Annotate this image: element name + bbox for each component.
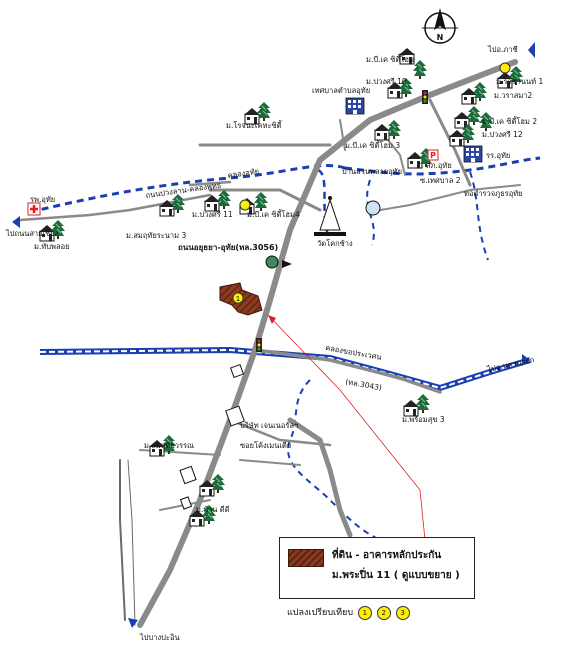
collateral-parcel[interactable]: 1 — [219, 282, 263, 316]
plots — [179, 363, 245, 510]
label-soi-road: ซ.เทศบาล 2 — [420, 176, 461, 185]
legend-box: ที่ดิน - อาคารหลักประกัน ม.พระปิ่น 11 ( … — [279, 537, 475, 599]
legend-line-1: ที่ดิน - อาคารหลักประกัน — [332, 550, 442, 561]
label-ptt-company: บริษัท เจนเนอรัลฯ — [240, 421, 298, 430]
canal-river-south — [287, 379, 381, 541]
label-to-pathum: ไปบางปะอิน — [139, 633, 180, 642]
label-chanpen: ม.ทับพลอย — [34, 242, 69, 251]
label-warasa2: ม.วราสมา2 — [494, 91, 533, 100]
label-pk-city2: ม.บี.เค ซิตี้โฮม 2 — [482, 116, 537, 126]
north-arrow-icon: N — [422, 8, 458, 44]
label-temple: วัดโคกช้าง — [317, 239, 353, 248]
label-phrompen3: ม.พร้อมสุข 3 — [402, 415, 445, 424]
label-pk-city4: ม.บี.เค ซิตี้โฮม4 — [247, 209, 300, 219]
label-road-3056: ถนนอยุธยา-อุทัย(ทล.3056) — [178, 243, 278, 253]
label-kaset: ทอตำรวจภูธรอุทัย — [464, 189, 523, 198]
label-puangsri12: ม.ปวงศรี 12 — [482, 130, 523, 139]
label-road-3043: (ทล.3043) — [345, 377, 383, 392]
north-label: N — [437, 33, 444, 42]
label-puangsri10: ม.ปวงศรี 10 — [366, 77, 407, 86]
parking-label: P — [430, 151, 436, 160]
label-puangsri11: ม.ปวงศรี 11 — [192, 210, 233, 219]
temple-icon — [314, 196, 346, 236]
label-somsak: ม.สมฤทัยวรรณ — [144, 441, 194, 450]
direction-arrow-icons — [12, 42, 535, 628]
label-to-nakhon-nayok: ไปอ.นครนายก — [486, 355, 536, 374]
label-market-area: บ้านสวนพลายอุทัย — [342, 167, 402, 176]
pointer-line — [267, 314, 426, 541]
label-to-lat-bua-luang: ไปถนนสายเชียง — [5, 229, 59, 238]
label-klong-north: คลองอุทัย — [227, 167, 260, 180]
hospital-icon — [27, 202, 41, 216]
label-to-phachi: ไปอ.ภาชี — [487, 45, 518, 54]
housing-clusters — [38, 47, 524, 527]
label-rajanon1: ม.ราชานนท์ 1 — [496, 77, 543, 86]
label-pk-city1: ม.บี.เค ซิตี้โฮม — [366, 54, 414, 64]
chip-2: 2 — [376, 605, 391, 620]
label-police: สภ.อุทัย — [426, 161, 452, 170]
label-rojana: ม.โรจนะเคหะซิตี้ — [226, 120, 283, 130]
label-ban-duang: ม.บ้าน ดีดี — [196, 505, 230, 514]
parcel-marker-label: 1 — [236, 295, 240, 303]
misc-icons — [239, 62, 511, 269]
chip-3: 3 — [395, 605, 410, 620]
label-pk-city3: ม.บี.เค ซิตี้โฮม 3 — [345, 140, 400, 150]
comparison-legend: แปลงเปรียบเทียบ 1 2 3 — [287, 605, 410, 620]
comparison-label: แปลงเปรียบเทียบ — [287, 608, 354, 618]
label-school-utai: รร.อุทัย — [486, 151, 510, 160]
traffic-light-icon — [256, 90, 428, 352]
legend-line-2: ม.พระปิ่น 11 ( ดูแบบขยาย ) — [332, 570, 460, 581]
chip-1: 1 — [357, 605, 372, 620]
label-hospital: รพ.อุทัย — [30, 195, 55, 204]
label-school-lane: ซอยโค้งเมนเตีย — [240, 441, 291, 450]
label-district-office: เทศบาลตำบลอุทัย — [312, 86, 370, 95]
label-somsak3: ม.สมฤทัยระนาม 3 — [126, 231, 186, 240]
buildings: P — [345, 97, 483, 163]
parcel-swatch — [288, 549, 324, 567]
map-labels: ไปอ.ภาชี ม.ราชานนท์ 1 ม.วราสมา2 ม.บี.เค … — [5, 45, 543, 642]
